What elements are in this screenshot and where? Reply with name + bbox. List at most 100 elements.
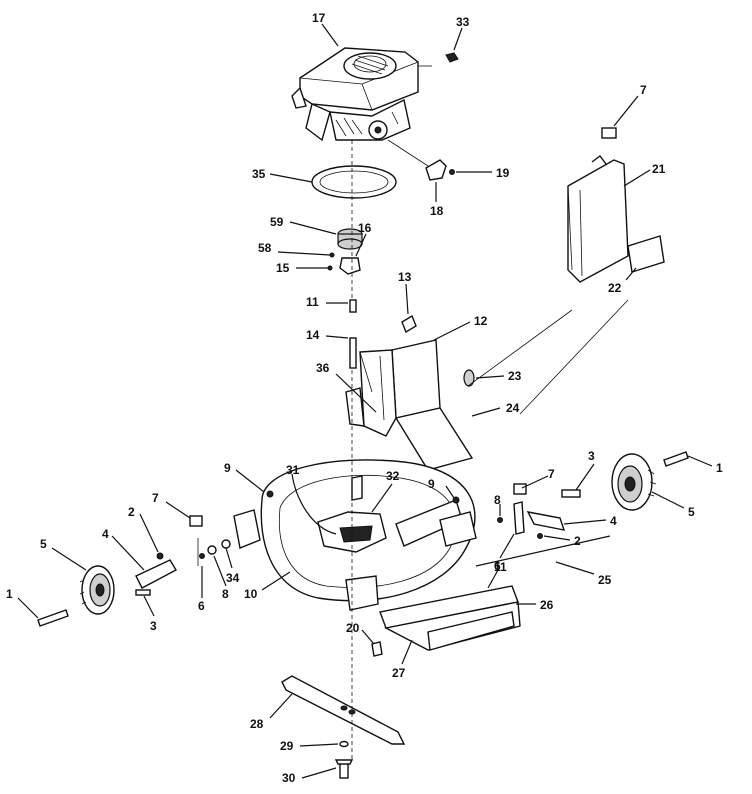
callout-16: 16 (355, 221, 372, 257)
svg-text:31: 31 (286, 463, 300, 477)
callout-8-left: 8 (213, 555, 229, 601)
svg-text:3: 3 (150, 619, 157, 633)
part-25-rod (475, 535, 611, 567)
svg-text:1: 1 (716, 461, 723, 475)
callout-7-top: 7 (613, 83, 647, 127)
svg-text:7: 7 (640, 83, 647, 97)
left-axle-bracket (135, 515, 231, 596)
svg-text:16: 16 (358, 221, 372, 235)
callout-36: 36 (316, 361, 377, 413)
part-18-bracket (425, 159, 455, 181)
svg-text:3: 3 (588, 449, 595, 463)
callout-30: 30 (282, 767, 337, 785)
part-13-cap (401, 314, 417, 334)
svg-text:29: 29 (280, 739, 294, 753)
svg-text:33: 33 (456, 15, 470, 29)
callout-11-top: 11 (306, 295, 348, 309)
callout-11-bottom: 11 (487, 560, 507, 589)
svg-text:20: 20 (346, 621, 360, 635)
callout-58: 58 (258, 241, 331, 256)
svg-text:6: 6 (198, 599, 205, 613)
svg-text:19: 19 (496, 166, 510, 180)
svg-text:17: 17 (312, 11, 326, 25)
svg-text:23: 23 (508, 369, 522, 383)
callout-12: 12 (433, 314, 488, 341)
callout-2-right: 2 (543, 534, 581, 548)
svg-text:8: 8 (222, 587, 229, 601)
part-59-pulley (327, 228, 363, 275)
svg-text:10: 10 (244, 587, 258, 601)
part-35-ring (311, 165, 397, 199)
callout-14: 14 (306, 328, 349, 342)
mower-deck-part (233, 459, 477, 611)
callout-4-right: 4 (563, 514, 617, 528)
part-22-label (627, 235, 665, 273)
svg-text:18: 18 (430, 204, 444, 218)
callout-20: 20 (346, 621, 375, 645)
svg-text:7: 7 (548, 467, 555, 481)
part-27-discharge-chute (379, 585, 521, 651)
callout-8-right: 8 (494, 493, 501, 516)
svg-text:5: 5 (688, 505, 695, 519)
svg-text:8: 8 (494, 493, 501, 507)
svg-text:2: 2 (128, 505, 135, 519)
svg-text:30: 30 (282, 771, 296, 785)
callout-9-left: 9 (224, 461, 265, 493)
callout-24: 24 (471, 401, 520, 417)
callout-19: 19 (456, 166, 510, 180)
callout-26: 26 (516, 598, 554, 612)
callout-7-right: 7 (521, 467, 555, 489)
callout-34: 34 (225, 547, 240, 585)
callout-1-left: 1 (6, 587, 39, 619)
part-20-29-30-fasteners (334, 641, 383, 779)
svg-text:13: 13 (398, 270, 412, 284)
callout-22: 22 (608, 267, 637, 295)
callout-23: 23 (475, 369, 522, 383)
callout-59: 59 (270, 215, 337, 235)
callout-28: 28 (250, 693, 293, 731)
svg-text:9: 9 (224, 461, 231, 475)
callout-27: 27 (392, 639, 413, 680)
svg-text:26: 26 (540, 598, 554, 612)
callout-31: 31 (286, 463, 337, 535)
svg-text:28: 28 (250, 717, 264, 731)
callout-5-right: 5 (651, 491, 695, 519)
svg-text:7: 7 (152, 491, 159, 505)
callout-13: 13 (398, 270, 412, 315)
svg-text:58: 58 (258, 241, 272, 255)
svg-text:25: 25 (598, 573, 612, 587)
callout-4-left: 4 (102, 527, 145, 571)
svg-text:14: 14 (306, 328, 320, 342)
part-12-handle-bracket (345, 339, 475, 471)
callout-2-left: 2 (128, 505, 159, 553)
svg-text:21: 21 (652, 162, 666, 176)
callout-15: 15 (276, 261, 328, 275)
callout-35: 35 (252, 167, 313, 183)
svg-text:22: 22 (608, 281, 622, 295)
wheel-right (611, 453, 657, 511)
callout-3-right: 3 (575, 449, 595, 491)
svg-text:59: 59 (270, 215, 284, 229)
part-33-nut (445, 52, 459, 63)
svg-text:2: 2 (574, 534, 581, 548)
callout-6-right: 6 (494, 533, 515, 573)
callout-5-left: 5 (40, 537, 87, 571)
svg-text:12: 12 (474, 314, 488, 328)
svg-text:5: 5 (40, 537, 47, 551)
assembly-centerlines (351, 139, 629, 760)
svg-text:1: 1 (6, 587, 13, 601)
svg-text:15: 15 (276, 261, 290, 275)
callout-32: 32 (371, 469, 400, 513)
callout-29: 29 (280, 739, 339, 753)
callout-25: 25 (555, 561, 612, 587)
axle-bolts (37, 451, 689, 627)
svg-text:32: 32 (386, 469, 400, 483)
svg-text:24: 24 (506, 401, 520, 415)
part-11-bolt (349, 299, 357, 369)
callout-17: 17 (312, 11, 339, 47)
svg-text:35: 35 (252, 167, 266, 181)
part-28-blade (281, 675, 406, 745)
callout-10: 10 (244, 571, 291, 601)
callout-3-left: 3 (143, 595, 157, 633)
